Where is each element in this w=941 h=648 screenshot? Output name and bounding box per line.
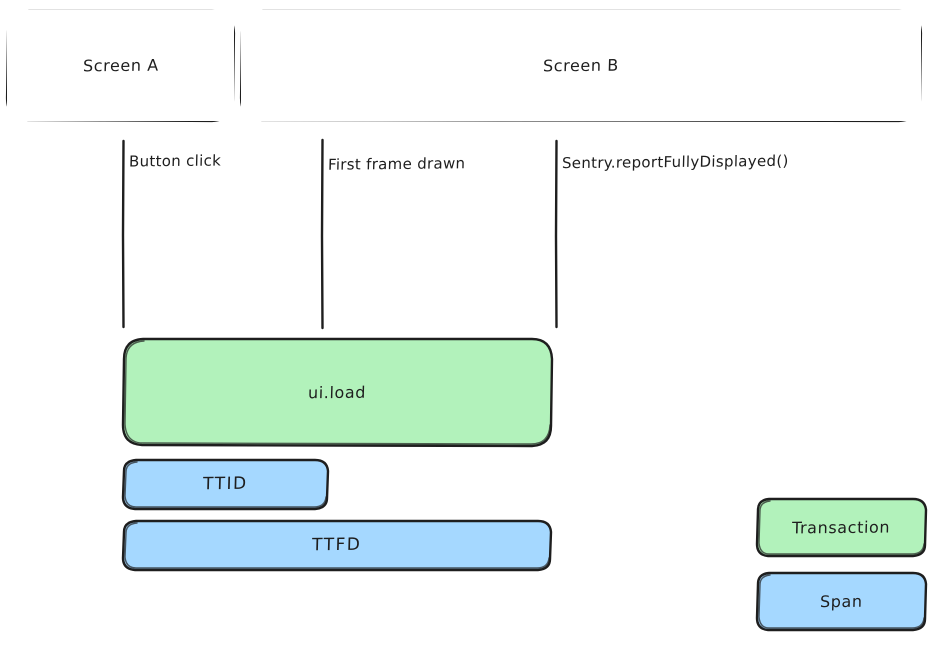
screen-b-box[interactable]: Screen B bbox=[241, 10, 921, 121]
bar-ttid[interactable]: TTID bbox=[123, 459, 328, 509]
screen-b-label: Screen B bbox=[542, 55, 620, 76]
marker-label-first-frame-drawn: First frame drawn bbox=[327, 154, 466, 174]
bar-ui-load-label: ui.load bbox=[307, 382, 367, 402]
marker-label-report-fully-displayed: Sentry.reportFullyDisplayed() bbox=[561, 151, 789, 173]
legend-span-label: Span bbox=[819, 591, 863, 611]
marker-line-button-click[interactable] bbox=[117, 140, 129, 328]
legend-item-transaction[interactable]: Transaction bbox=[757, 498, 925, 556]
marker-label-button-click: Button click bbox=[128, 151, 222, 171]
bar-ttfd-label: TTFD bbox=[312, 534, 362, 556]
bar-ttfd[interactable]: TTFD bbox=[123, 520, 551, 570]
screen-a-label: Screen A bbox=[82, 55, 159, 76]
bar-ttid-label: TTID bbox=[202, 473, 249, 495]
legend-item-span[interactable]: Span bbox=[757, 572, 925, 630]
screen-a-box[interactable]: Screen A bbox=[7, 10, 234, 121]
bar-ui-load[interactable]: ui.load bbox=[123, 338, 551, 446]
marker-line-report-fully-displayed[interactable] bbox=[550, 140, 562, 328]
legend-transaction-label: Transaction bbox=[791, 517, 891, 537]
marker-line-first-frame-drawn[interactable] bbox=[316, 140, 328, 328]
